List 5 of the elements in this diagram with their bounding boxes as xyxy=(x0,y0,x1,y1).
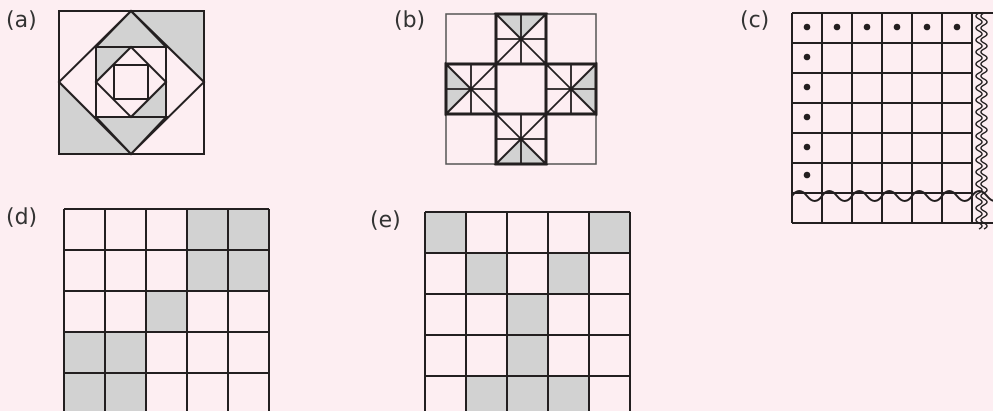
figure-label: (e) xyxy=(370,210,401,232)
figure-label: (c) xyxy=(740,10,770,32)
figure-label: (a) xyxy=(6,10,37,32)
figure-label: (d) xyxy=(6,207,38,229)
figure-label: (b) xyxy=(394,10,426,32)
